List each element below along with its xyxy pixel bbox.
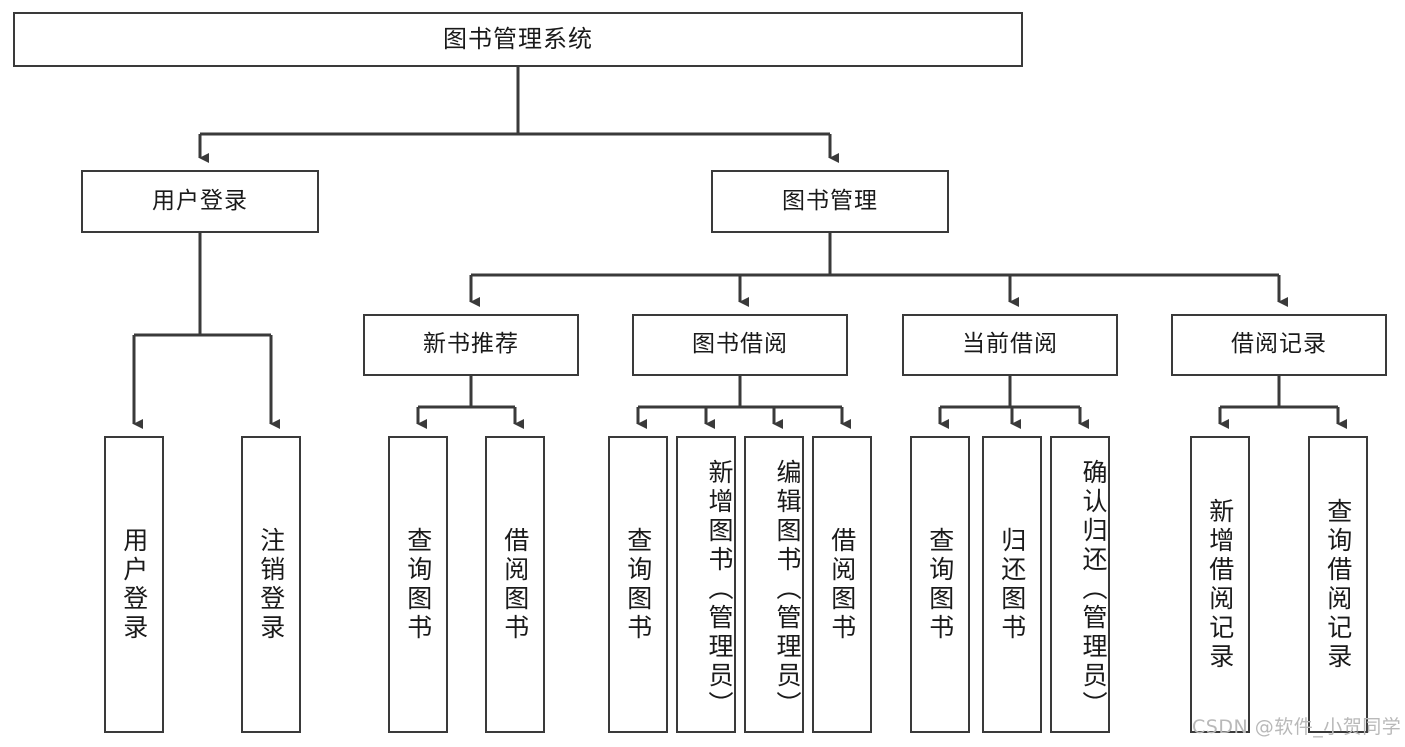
node-leaf-user-login[interactable]: 用户登录	[104, 436, 164, 733]
node-leaf-edit-book-admin[interactable]: 编辑图书（管理员）	[744, 436, 804, 733]
node-label: 借阅图书	[827, 526, 857, 643]
node-label: 查询图书	[623, 526, 653, 643]
node-level1-user-login[interactable]: 用户登录	[81, 170, 319, 233]
node-leaf-user-logout[interactable]: 注销登录	[241, 436, 301, 733]
node-leaf-query-books-new[interactable]: 查询图书	[388, 436, 448, 733]
node-leaf-add-book-admin[interactable]: 新增图书（管理员）	[676, 436, 736, 733]
node-root[interactable]: 图书管理系统	[13, 12, 1023, 67]
node-leaf-query-books-current[interactable]: 查询图书	[910, 436, 970, 733]
node-label: 用户登录	[152, 187, 248, 214]
node-label: 归还图书	[997, 526, 1027, 643]
node-label: 图书管理系统	[443, 25, 593, 54]
node-leaf-query-borrow-record[interactable]: 查询借阅记录	[1308, 436, 1368, 733]
node-level2-current-borrow[interactable]: 当前借阅	[902, 314, 1118, 376]
node-leaf-confirm-return-admin[interactable]: 确认归还（管理员）	[1050, 436, 1110, 733]
node-label: 注销登录	[256, 526, 286, 643]
node-label: 新书推荐	[423, 331, 519, 358]
node-label: 查询借阅记录	[1323, 497, 1353, 672]
node-leaf-query-books-borrow[interactable]: 查询图书	[608, 436, 668, 733]
node-leaf-borrow-books[interactable]: 借阅图书	[812, 436, 872, 733]
node-level2-new-book-recommend[interactable]: 新书推荐	[363, 314, 579, 376]
node-label: 确认归还（管理员）	[1079, 459, 1108, 720]
csdn-watermark: CSDN @软件_小贺同学	[1192, 716, 1402, 738]
node-leaf-borrow-books-new[interactable]: 借阅图书	[485, 436, 545, 733]
node-label: 图书借阅	[692, 331, 788, 358]
node-label: 编辑图书（管理员）	[773, 459, 802, 720]
node-label: 当前借阅	[962, 331, 1058, 358]
node-label: 查询图书	[925, 526, 955, 643]
node-level2-borrow-records[interactable]: 借阅记录	[1171, 314, 1387, 376]
node-leaf-return-books[interactable]: 归还图书	[982, 436, 1042, 733]
node-label: 借阅图书	[500, 526, 530, 643]
node-label: 新增借阅记录	[1205, 497, 1235, 672]
node-label: 图书管理	[782, 187, 878, 214]
node-level1-book-management[interactable]: 图书管理	[711, 170, 949, 233]
node-level2-book-borrow[interactable]: 图书借阅	[632, 314, 848, 376]
node-label: 用户登录	[119, 526, 149, 643]
node-label: 新增图书（管理员）	[705, 459, 734, 720]
node-leaf-add-borrow-record[interactable]: 新增借阅记录	[1190, 436, 1250, 733]
node-label: 查询图书	[403, 526, 433, 643]
node-label: 借阅记录	[1231, 331, 1327, 358]
